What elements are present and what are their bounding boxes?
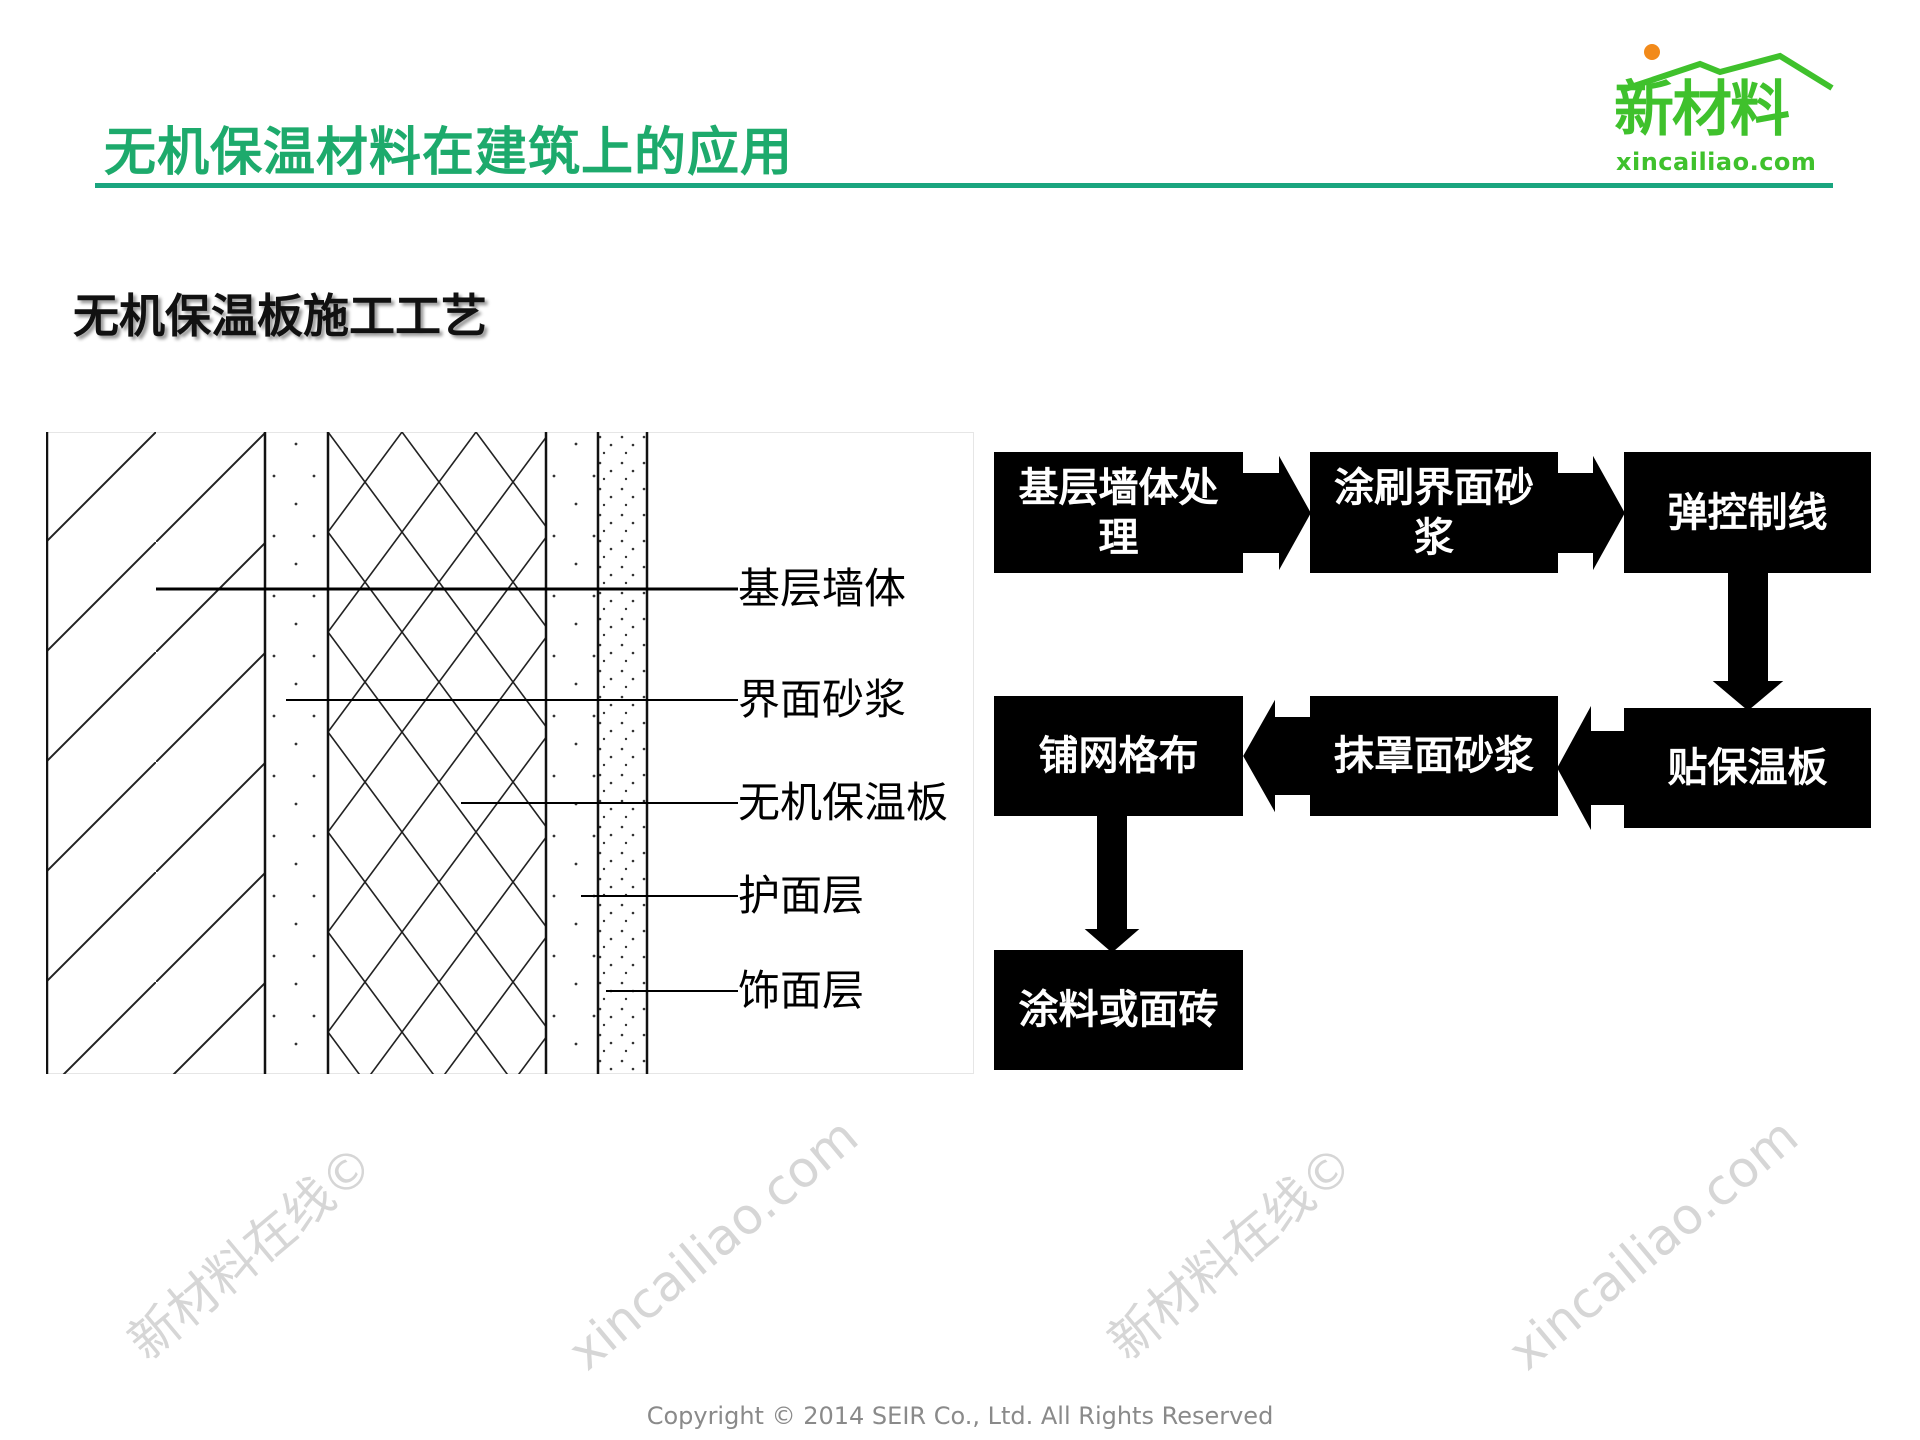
arrow-right-1 <box>1239 448 1314 578</box>
label-base-wall: 基层墙体 <box>738 564 907 613</box>
arrow-left-2 <box>1240 692 1313 820</box>
flow-step-base-wall-treatment: 基层墙体处理 <box>994 452 1243 573</box>
label-finish-layer: 饰面层 <box>738 966 865 1015</box>
flow-step-paint-or-tile: 涂料或面砖 <box>994 950 1243 1070</box>
title-divider <box>95 183 1833 188</box>
copyright-footer: Copyright © 2014 SEIR Co., Ltd. All Righ… <box>646 1402 1274 1430</box>
slide-title: 无机保温材料在建筑上的应用 <box>104 123 794 183</box>
flow-step-control-lines: 弹控制线 <box>1624 452 1871 573</box>
arrow-down-2 <box>1079 812 1145 956</box>
section-subtitle: 无机保温板施工工艺 <box>73 289 487 343</box>
house-roof-icon <box>1621 44 1834 93</box>
arrow-down-1 <box>1707 569 1789 714</box>
flow-step-attach-board: 贴保温板 <box>1624 708 1871 828</box>
logo-chinese: 新材料 <box>1614 75 1790 145</box>
label-protective-layer: 护面层 <box>738 871 865 920</box>
xincailiao-logo: 新材料 xincailiao.com <box>1610 40 1840 176</box>
label-interface-mortar: 界面砂浆 <box>738 675 907 724</box>
logo-url: xincailiao.com <box>1616 148 1817 176</box>
flow-step-cover-mortar: 抹罩面砂浆 <box>1310 696 1558 816</box>
arrow-right-2 <box>1554 448 1628 578</box>
arrow-left-1 <box>1554 701 1628 835</box>
wall-layers-drawing <box>45 432 974 1074</box>
flow-step-mesh-cloth: 铺网格布 <box>994 696 1243 816</box>
label-insulation-board: 无机保温板 <box>738 778 949 827</box>
wall-section-diagram: 基层墙体 界面砂浆 无机保温板 护面层 饰面层 <box>45 432 974 1078</box>
flow-step-apply-interface-mortar: 涂刷界面砂浆 <box>1310 452 1558 573</box>
